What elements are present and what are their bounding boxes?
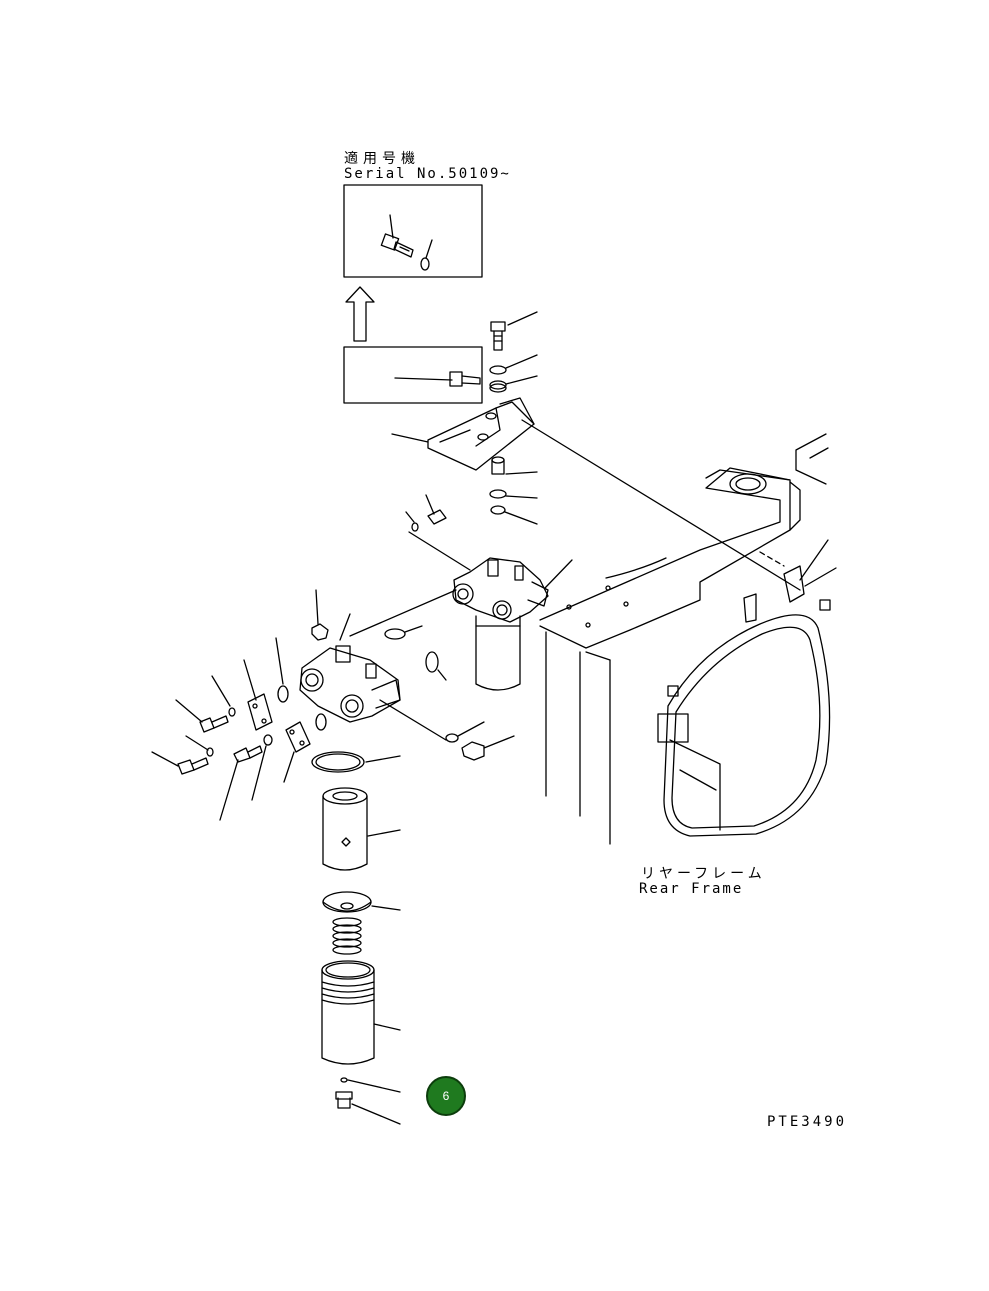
cover-plate-a <box>243 659 273 731</box>
o-ring-b <box>425 651 439 673</box>
head-bolt <box>405 494 471 571</box>
drain-o-ring <box>340 1077 401 1093</box>
washer-3 <box>490 505 538 525</box>
leader-bracket-frame <box>521 419 801 591</box>
drawing-number: PTE3490 <box>767 1114 848 1130</box>
collar <box>491 456 538 475</box>
up-arrow-icon <box>345 286 375 342</box>
filter-case <box>321 960 401 1065</box>
earlier-bolt-box <box>343 346 483 404</box>
callout-badge[interactable]: 6 <box>426 1076 466 1116</box>
inset-washer <box>420 257 430 271</box>
rear-frame-label: Rear Frame <box>639 881 744 897</box>
serial-number-label: Serial No.50109~ <box>344 166 511 182</box>
washer-2 <box>489 489 538 499</box>
bolt-left-c <box>219 734 273 821</box>
filter-head-lower <box>299 589 457 741</box>
washer-1 <box>489 354 538 375</box>
rear-frame-label-jp: リヤーフレーム <box>641 866 766 882</box>
inset-bolt <box>380 233 414 258</box>
spacer-1 <box>489 375 538 393</box>
applicable-units-label: 適用号機 <box>344 151 420 167</box>
bolt-left-a <box>175 675 236 733</box>
serial-inset-box <box>343 184 483 278</box>
spring <box>332 917 362 955</box>
rear-frame <box>539 433 837 845</box>
nut <box>311 589 329 641</box>
cover-plate-b <box>283 721 311 783</box>
o-ring-d <box>315 713 327 731</box>
spring-seat <box>322 891 401 913</box>
o-ring-e <box>445 733 459 743</box>
mount-bolt <box>490 311 538 351</box>
seal-ring <box>311 751 401 773</box>
plug <box>461 735 515 761</box>
filter-bracket <box>391 397 535 471</box>
filter-head-upper <box>452 557 573 623</box>
filter-canister-upper <box>475 615 521 691</box>
o-ring-a <box>384 628 406 640</box>
filter-element <box>322 787 401 871</box>
o-ring-c <box>277 685 289 703</box>
drain-plug <box>335 1091 401 1125</box>
bolt-left-b <box>151 735 214 775</box>
